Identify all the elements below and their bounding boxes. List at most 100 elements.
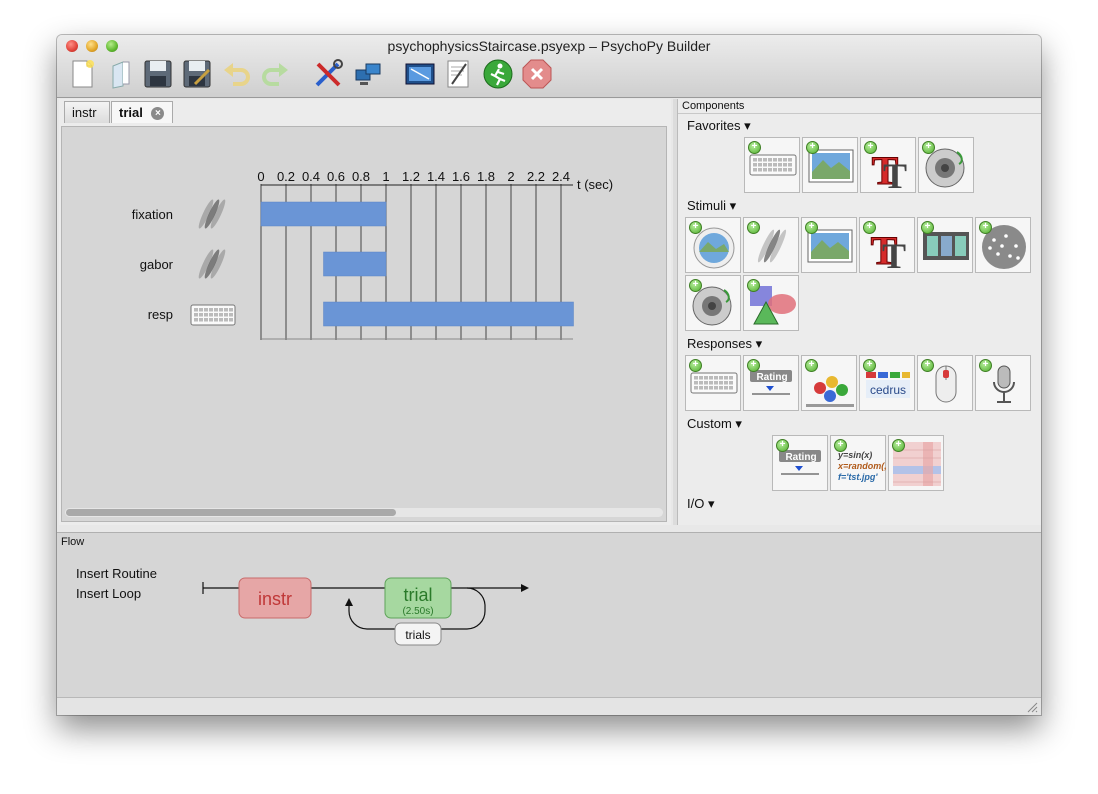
component-label-resp: resp (148, 307, 173, 322)
minimize-window-button[interactable] (86, 40, 98, 52)
custom-pattern-button[interactable]: + (888, 435, 944, 491)
compile-script-icon[interactable] (441, 57, 475, 91)
open-file-icon[interactable] (104, 57, 138, 91)
scroll-thumb[interactable] (66, 509, 396, 516)
preferences-icon[interactable] (311, 57, 345, 91)
component-bar-resp[interactable] (323, 301, 574, 327)
keyboard-key (209, 313, 213, 317)
custom-code-button[interactable]: +y=sin(x)x=random(,f='tst.jpg' (830, 435, 887, 491)
category-io[interactable]: I/O ▾ (687, 496, 715, 511)
add-icon: + (864, 141, 877, 154)
polygon-icon (750, 286, 796, 325)
redo-icon[interactable] (258, 57, 292, 91)
keyboard-key (224, 308, 228, 312)
status-bar (57, 697, 1041, 715)
timeline-tick-label: 1.4 (427, 169, 445, 184)
component-bar-gabor[interactable] (323, 251, 387, 277)
grating-icon[interactable] (197, 198, 228, 230)
close-window-button[interactable] (66, 40, 78, 52)
undo-icon[interactable] (220, 57, 254, 91)
keyboard-key (229, 313, 233, 317)
experiment-settings-icon[interactable] (403, 57, 437, 91)
stimuli-aperture-button[interactable]: + (685, 217, 741, 273)
flow-label: Flow (61, 536, 85, 548)
horizontal-scrollbar[interactable] (65, 508, 663, 517)
favorites-image-button[interactable]: + (802, 137, 858, 193)
components-header: Components (678, 99, 1041, 114)
rating-icon: Rating (750, 370, 792, 395)
timeline-tick-label: 0.8 (352, 169, 370, 184)
stimuli-grating-button[interactable]: + (743, 217, 799, 273)
rating-icon: Rating (779, 450, 821, 475)
routine-instr[interactable]: instr (238, 577, 312, 619)
resize-grip-icon[interactable] (1026, 701, 1038, 713)
routine-trial[interactable]: trial (2.50s) (384, 577, 452, 619)
components-panel: Components Favorites ▾ Stimuli ▾ Respons… (677, 99, 1041, 525)
zoom-window-button[interactable] (106, 40, 118, 52)
routine-trial-duration: (2.50s) (402, 606, 433, 617)
custom-rating-button[interactable]: +Rating (772, 435, 828, 491)
timeline-tick-label: 2.4 (552, 169, 570, 184)
save-as-icon[interactable] (180, 57, 214, 91)
tab-instr[interactable]: instr (64, 101, 110, 123)
add-icon: + (921, 221, 934, 234)
image-icon (808, 149, 854, 183)
stop-icon[interactable] (520, 57, 554, 91)
stimuli-movie-button[interactable]: + (917, 217, 973, 273)
sound-icon (925, 148, 965, 188)
favorites-keyboard-button[interactable]: + (744, 137, 800, 193)
timeline-tick-label: 1.2 (402, 169, 420, 184)
stimuli-image-button[interactable]: + (801, 217, 857, 273)
text-icon: TT (870, 228, 906, 275)
responses-mouse-button[interactable]: + (917, 355, 973, 411)
movie-icon (923, 232, 969, 260)
add-icon: + (747, 359, 760, 372)
keyboard-key (194, 308, 198, 312)
add-icon: + (689, 359, 702, 372)
svg-text:f='tst.jpg': f='tst.jpg' (838, 472, 878, 482)
ioLab-icon (806, 376, 854, 407)
grating-stripe (198, 249, 214, 279)
favorites-sound-button[interactable]: + (918, 137, 974, 193)
timeline-tick-label: 1.6 (452, 169, 470, 184)
close-tab-icon[interactable]: × (151, 107, 165, 121)
svg-text:x=random(,: x=random(, (837, 461, 887, 471)
keyboard-key (214, 318, 218, 322)
stimuli-sound-button[interactable]: + (685, 275, 741, 331)
responses-keyboard-button[interactable]: + (685, 355, 741, 411)
pane-divider[interactable] (673, 99, 677, 525)
responses-rating-button[interactable]: +Rating (743, 355, 799, 411)
title-bar: psychophysicsStaircase.psyexp – PsychoPy… (57, 35, 1041, 98)
responses-ioLab-button[interactable]: + (801, 355, 857, 411)
loop-trials[interactable]: trials (394, 622, 442, 646)
monitor-center-icon[interactable] (351, 57, 385, 91)
stimuli-dots-button[interactable]: + (975, 217, 1031, 273)
category-favorites[interactable]: Favorites ▾ (687, 118, 751, 133)
loop-trials-box[interactable] (394, 622, 442, 646)
category-responses[interactable]: Responses ▾ (687, 336, 763, 351)
routine-trial-label: trial (403, 585, 432, 605)
tab-trial[interactable]: trial × (111, 101, 173, 123)
save-icon[interactable] (141, 57, 175, 91)
category-stimuli[interactable]: Stimuli ▾ (687, 198, 737, 213)
category-custom[interactable]: Custom ▾ (687, 416, 742, 431)
keyboard-key (224, 313, 228, 317)
responses-microphone-button[interactable]: + (975, 355, 1031, 411)
grating-icon[interactable] (197, 248, 228, 280)
routine-trial-box[interactable] (384, 577, 452, 619)
routine-instr-box[interactable] (238, 577, 312, 619)
keyboard-key (194, 313, 198, 317)
run-icon[interactable] (481, 57, 515, 91)
timeline-tick-label: 0.4 (302, 169, 320, 184)
insert-routine-button[interactable]: Insert Routine (76, 566, 157, 581)
insert-loop-button[interactable]: Insert Loop (76, 586, 142, 601)
stimuli-polygon-button[interactable]: + (743, 275, 799, 331)
component-bar-fixation[interactable] (260, 201, 387, 227)
responses-cedrus-button[interactable]: +cedrus (859, 355, 915, 411)
timeline-tick-label: 1 (382, 169, 389, 184)
new-file-icon[interactable] (65, 57, 99, 91)
microphone-icon (993, 365, 1015, 403)
timeline-tick-label: 0.2 (277, 169, 295, 184)
